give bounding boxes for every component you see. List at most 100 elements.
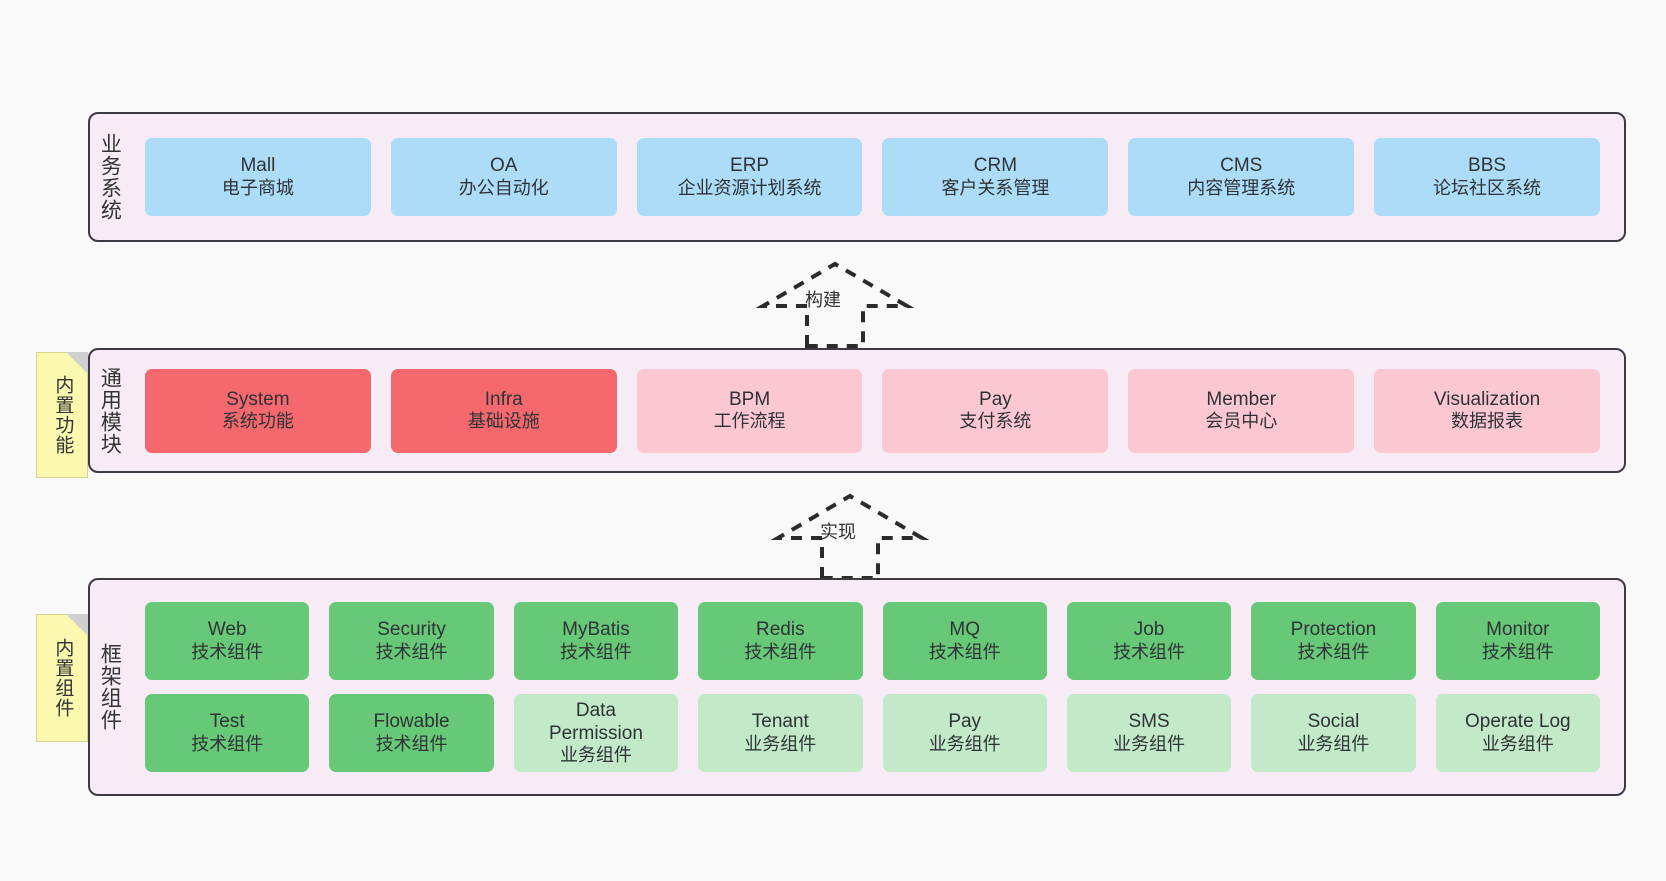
- card-title-en: Infra: [484, 388, 523, 410]
- card-mall[interactable]: Mall 电子商城: [145, 138, 371, 216]
- layer-title-common-module: 通用模块: [98, 366, 122, 455]
- card-title-en: Flowable: [373, 711, 450, 733]
- card-mq[interactable]: MQ 技术组件: [882, 602, 1047, 680]
- card-protection[interactable]: Protection 技术组件: [1251, 602, 1416, 680]
- cards-row: Mall 电子商城 OA 办公自动化 ERP 企业资源计划系统 CRM 客户关系…: [135, 138, 1610, 216]
- card-title-en: Visualization: [1433, 388, 1541, 410]
- card-member[interactable]: Member 会员中心: [1128, 368, 1355, 453]
- card-title-en: Security: [377, 619, 446, 641]
- card-title-en: Job: [1133, 619, 1165, 641]
- card-title-cn: 技术组件: [1481, 641, 1554, 662]
- connector-implement: 实现: [770, 490, 930, 582]
- card-crm[interactable]: CRM 客户关系管理: [882, 138, 1109, 216]
- card-title-cn: 客户关系管理: [941, 177, 1050, 198]
- card-title-en: Test: [209, 711, 245, 733]
- card-infra[interactable]: Infra 基础设施: [390, 368, 617, 453]
- card-pay-business[interactable]: Pay 业务组件: [882, 694, 1047, 772]
- card-title-en: BPM: [728, 388, 771, 410]
- card-data-permission[interactable]: Data Permission 业务组件: [513, 694, 679, 772]
- card-oa[interactable]: OA 办公自动化: [390, 138, 617, 216]
- sticky-note-builtin-component: 内置组件: [36, 614, 88, 742]
- card-title-cn: 办公自动化: [458, 177, 549, 198]
- card-visualization[interactable]: Visualization 数据报表: [1374, 368, 1600, 453]
- card-flowable[interactable]: Flowable 技术组件: [329, 694, 494, 772]
- card-title-cn: 技术组件: [375, 733, 448, 754]
- card-tenant[interactable]: Tenant 业务组件: [698, 694, 863, 772]
- card-title-cn: 技术组件: [375, 641, 448, 662]
- cards-row-business: Test 技术组件 Flowable 技术组件 Data Permission …: [135, 694, 1610, 772]
- layer-body-framework-component: Web 技术组件 Security 技术组件 MyBatis 技术组件 Redi…: [129, 580, 1624, 794]
- card-title-en: MQ: [949, 619, 980, 641]
- card-title-en: Data Permission: [548, 699, 643, 745]
- card-sms[interactable]: SMS 业务组件: [1066, 694, 1232, 772]
- build-arrow-icon: [755, 261, 915, 348]
- card-title-cn: 业务组件: [744, 733, 817, 754]
- card-title-en: System: [226, 388, 290, 410]
- card-title-en: Monitor: [1486, 619, 1550, 641]
- sticky-note-label: 内置组件: [52, 638, 74, 718]
- card-redis[interactable]: Redis 技术组件: [698, 602, 863, 680]
- card-title-en: Web: [207, 619, 247, 641]
- card-title-cn: 业务组件: [559, 745, 632, 766]
- card-job[interactable]: Job 技术组件: [1066, 602, 1232, 680]
- card-title-en: Pay: [979, 388, 1012, 410]
- card-social[interactable]: Social 业务组件: [1251, 694, 1416, 772]
- layer-business-system: 业务系统 Mall 电子商城 OA 办公自动化 ERP 企业资源计划系统 CRM: [88, 112, 1626, 242]
- card-title-cn: 支付系统: [959, 411, 1032, 432]
- layer-framework-component: 框架组件 Web 技术组件 Security 技术组件 MyBatis 技术组件…: [88, 578, 1626, 796]
- connector-label-implement: 实现: [820, 522, 856, 542]
- card-mybatis[interactable]: MyBatis 技术组件: [513, 602, 679, 680]
- card-monitor[interactable]: Monitor 技术组件: [1435, 602, 1600, 680]
- card-title-cn: 技术组件: [1113, 641, 1186, 662]
- cards-row-technical: Web 技术组件 Security 技术组件 MyBatis 技术组件 Redi…: [135, 602, 1610, 680]
- card-title-en: Tenant: [751, 711, 809, 733]
- card-title-en: Social: [1307, 711, 1360, 733]
- layer-body-business-system: Mall 电子商城 OA 办公自动化 ERP 企业资源计划系统 CRM 客户关系…: [129, 114, 1624, 240]
- sticky-note-builtin-function: 内置功能: [36, 352, 88, 478]
- card-web[interactable]: Web 技术组件: [145, 602, 310, 680]
- card-operate-log[interactable]: Operate Log 业务组件: [1435, 694, 1600, 772]
- card-title-cn: 技术组件: [744, 641, 817, 662]
- card-bbs[interactable]: BBS 论坛社区系统: [1374, 138, 1600, 216]
- card-cms[interactable]: CMS 内容管理系统: [1128, 138, 1355, 216]
- card-title-cn: 基础设施: [467, 411, 540, 432]
- card-security[interactable]: Security 技术组件: [329, 602, 494, 680]
- card-title-en: Member: [1206, 388, 1277, 410]
- card-title-en: SMS: [1128, 711, 1170, 733]
- connector-build: 构建: [755, 258, 915, 350]
- card-title-cn: 工作流程: [713, 411, 786, 432]
- card-title-cn: 业务组件: [1297, 733, 1370, 754]
- card-bpm[interactable]: BPM 工作流程: [636, 368, 863, 453]
- card-title-en: Operate Log: [1464, 711, 1571, 733]
- card-title-cn: 业务组件: [1113, 733, 1186, 754]
- sticky-note-label: 内置功能: [52, 375, 74, 455]
- card-title-en: BBS: [1468, 155, 1507, 177]
- card-title-cn: 技术组件: [559, 641, 632, 662]
- card-title-en: CMS: [1220, 155, 1263, 177]
- card-title-cn: 内容管理系统: [1187, 177, 1296, 198]
- implement-arrow-icon: [770, 493, 930, 580]
- card-title-cn: 论坛社区系统: [1433, 177, 1542, 198]
- card-title-en: Redis: [756, 619, 805, 641]
- connector-label-build: 构建: [805, 290, 841, 310]
- card-title-en: Pay: [948, 711, 982, 733]
- card-title-cn: 技术组件: [191, 641, 264, 662]
- card-erp[interactable]: ERP 企业资源计划系统: [636, 138, 863, 216]
- card-title-cn: 技术组件: [928, 641, 1001, 662]
- card-title-en: Protection: [1290, 619, 1377, 641]
- card-test[interactable]: Test 技术组件: [145, 694, 310, 772]
- card-pay[interactable]: Pay 支付系统: [882, 368, 1109, 453]
- card-title-en: ERP: [730, 155, 770, 177]
- card-title-cn: 业务组件: [1481, 733, 1554, 754]
- card-title-cn: 数据报表: [1451, 411, 1524, 432]
- card-system[interactable]: System 系统功能: [145, 368, 371, 453]
- card-title-cn: 技术组件: [191, 733, 264, 754]
- card-title-cn: 企业资源计划系统: [677, 177, 822, 198]
- layer-body-common-module: System 系统功能 Infra 基础设施 BPM 工作流程 Pay 支付系统…: [129, 350, 1624, 471]
- card-title-cn: 业务组件: [928, 733, 1001, 754]
- card-title-en: OA: [490, 155, 518, 177]
- layer-title-business-system: 业务系统: [98, 133, 122, 221]
- card-title-cn: 技术组件: [1297, 641, 1370, 662]
- cards-row: System 系统功能 Infra 基础设施 BPM 工作流程 Pay 支付系统…: [135, 368, 1610, 453]
